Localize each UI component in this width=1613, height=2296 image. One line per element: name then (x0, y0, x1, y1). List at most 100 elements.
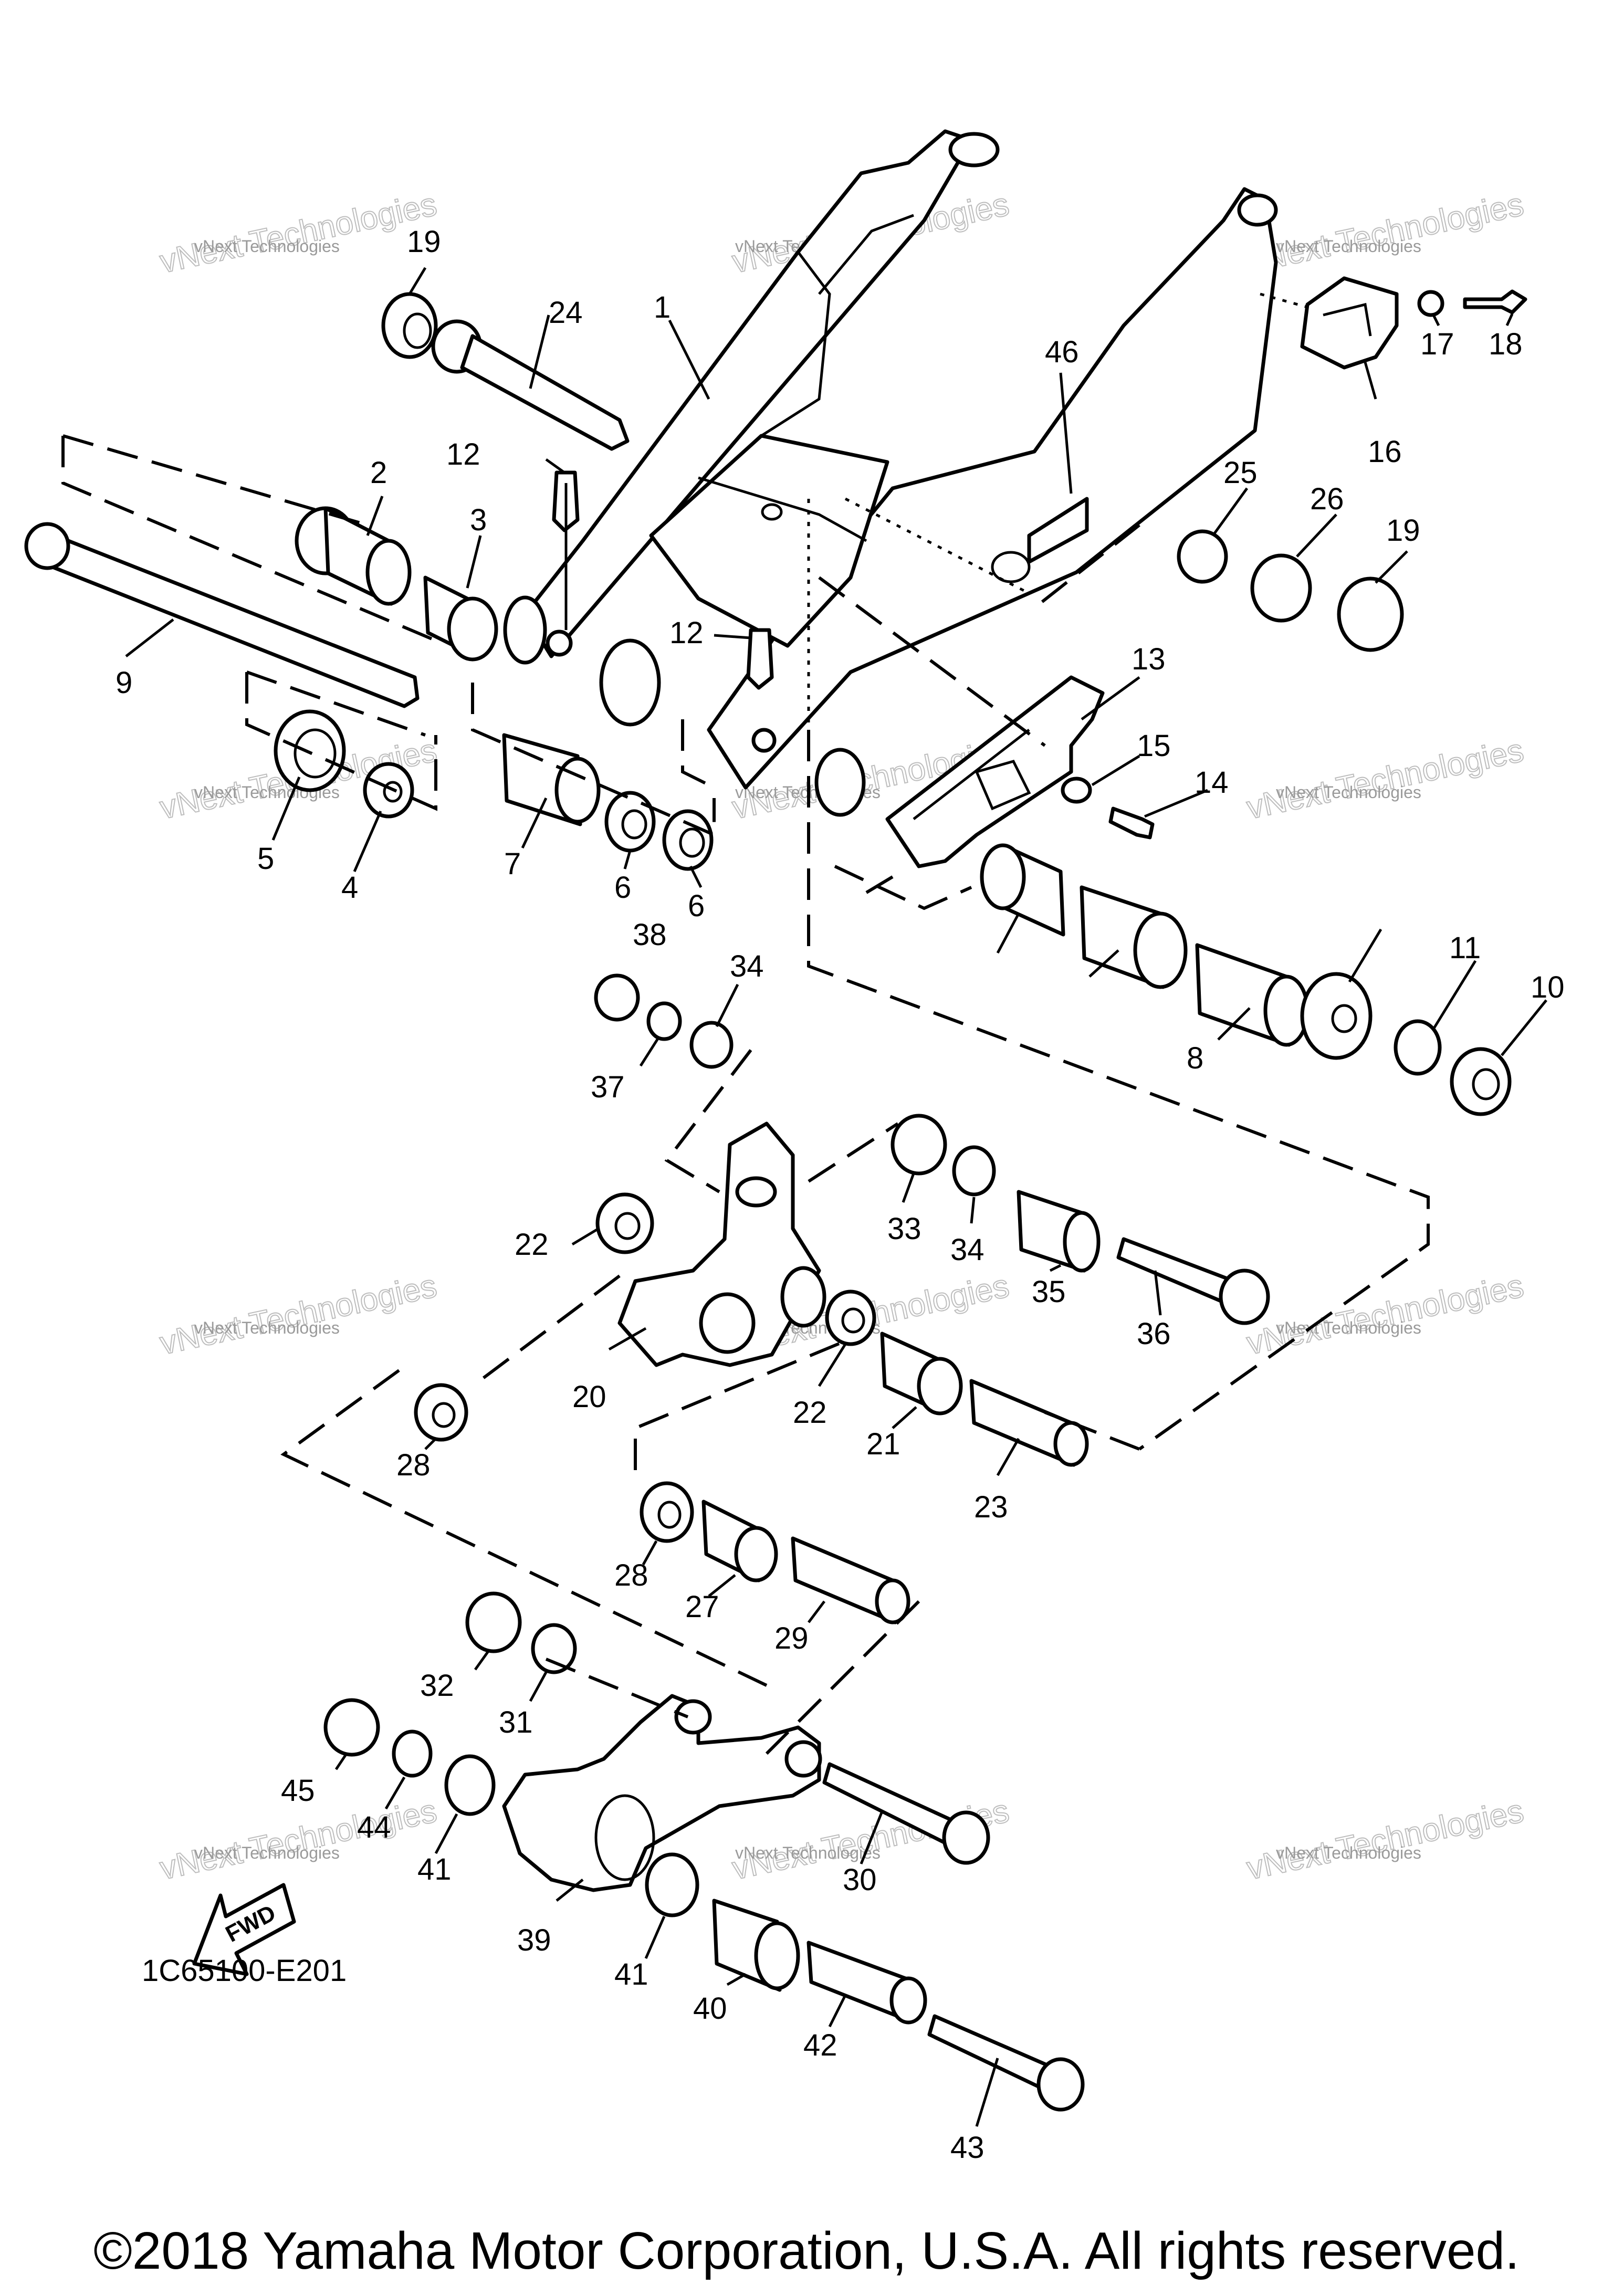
grease-port (546, 630, 573, 657)
guard-detail (1323, 302, 1372, 337)
pivot-boss-right (814, 748, 866, 817)
watermark-text: vNext Technologies (194, 1318, 340, 1337)
swingarm-left-arm (523, 129, 979, 658)
leader-8 (1217, 1007, 1251, 1041)
assembly-line (246, 670, 426, 737)
leader-29 (808, 1600, 825, 1623)
nut-38 (594, 973, 640, 1022)
leader-9 (125, 618, 174, 657)
bearing-21 (880, 1332, 963, 1416)
washer-41 (645, 1852, 699, 1917)
spacer-7 (502, 733, 601, 826)
washer-37 (646, 1001, 682, 1041)
callout-36: 36 (1137, 1317, 1171, 1351)
bearing-40 (712, 1899, 800, 1992)
leader-3 (466, 535, 482, 589)
washer-28 (640, 1481, 694, 1543)
leader-28b (642, 1540, 658, 1566)
callout-7: 7 (504, 847, 521, 881)
washer-22 (595, 1192, 654, 1254)
assembly-line (472, 1274, 621, 1388)
leader-45 (334, 1753, 348, 1770)
callout-15: 15 (1137, 729, 1171, 763)
callout-46: 46 (1045, 335, 1079, 369)
watermark-outline: vNext Technologies (1244, 732, 1527, 826)
watermark-outline: vNext Technologies (1244, 1793, 1527, 1887)
leader-30 (860, 1811, 884, 1864)
callout-23: 23 (974, 1490, 1008, 1524)
leader-41 (434, 1813, 458, 1854)
leader-15 (1091, 754, 1140, 787)
callout-27: 27 (685, 1590, 719, 1624)
swingarm-edge (818, 214, 914, 295)
leader-37 (639, 1036, 661, 1067)
bearing-27 (701, 1500, 778, 1582)
callout-37: 37 (591, 1070, 625, 1104)
axle-slot-left (948, 132, 1000, 167)
callout-3: 3 (470, 503, 487, 537)
mount-hole (991, 551, 1031, 583)
spacer-23 (969, 1379, 1089, 1467)
washer-22-hole (841, 1307, 865, 1334)
leader-39 (556, 1879, 584, 1902)
callout-13: 13 (1132, 642, 1166, 676)
callout-35: 35 (1032, 1275, 1066, 1309)
leader-41b (644, 1915, 666, 1959)
assembly-line (807, 730, 1430, 1451)
callout-12: 12 (446, 437, 480, 471)
callout-29: 29 (774, 1621, 809, 1655)
leader-17 (1432, 314, 1440, 327)
assembly-line (545, 1658, 689, 1718)
washer-11 (1394, 1019, 1442, 1076)
watermark: vNext Technologies vNext Technologies (1243, 186, 1527, 281)
bearing-3-left (423, 575, 498, 662)
nut-10 (1450, 1047, 1512, 1116)
leader-26 (1296, 513, 1337, 558)
leader-42 (828, 1994, 847, 2028)
callout-8: 8 (1187, 1041, 1203, 1075)
leader-lines (125, 267, 1547, 2127)
callout-24: 24 (549, 296, 583, 330)
leader-12b (714, 634, 751, 639)
callout-10: 10 (1531, 970, 1565, 1004)
label-plate-46 (1027, 497, 1089, 564)
seal-5-left-inner (294, 728, 337, 779)
bearing-33 (891, 1114, 947, 1176)
callout-33: 33 (887, 1212, 921, 1246)
callout-44: 44 (357, 1810, 391, 1844)
leader-7 (521, 797, 548, 849)
leader-4 (353, 811, 382, 872)
callout-19b: 19 (1386, 513, 1420, 548)
slider-detail (975, 760, 1031, 811)
watermark: vNext Technologies vNext Technologies (1243, 732, 1527, 827)
grease-nipple-12 (746, 628, 774, 690)
watermark-text: vNext Technologies (1276, 1318, 1421, 1337)
leader-20 (608, 1327, 647, 1351)
leader-21 (892, 1406, 917, 1429)
seal-5-left (274, 709, 346, 792)
watermark-outline: vNext Technologies (157, 186, 440, 280)
connecting-rod-20 (617, 1121, 826, 1367)
watermark-text: vNext Technologies (1276, 783, 1421, 802)
watermark-text: vNext Technologies (1276, 237, 1421, 256)
bolt-14 (1108, 806, 1155, 840)
watermark-outline: vNext Technologies (157, 1268, 440, 1362)
callout-34b: 34 (950, 1233, 984, 1267)
callout-16: 16 (1368, 435, 1402, 469)
assembly-line (808, 1122, 899, 1183)
washer-25 (1177, 529, 1228, 584)
assembly-line (1044, 1411, 1140, 1451)
leader-33 (902, 1173, 915, 1203)
washer-17 (1417, 290, 1444, 317)
watermark-text: vNext Technologies (194, 237, 340, 256)
assembly-line (865, 875, 894, 894)
leader-24 (529, 314, 550, 389)
leader-6b (689, 865, 703, 888)
washer-22-hole (614, 1212, 641, 1240)
axle-slot-right (1237, 193, 1278, 227)
callout-11: 11 (1449, 931, 1481, 965)
leader-31 (529, 1671, 548, 1702)
callout-22b: 22 (793, 1396, 827, 1430)
callout-2: 2 (370, 456, 387, 490)
